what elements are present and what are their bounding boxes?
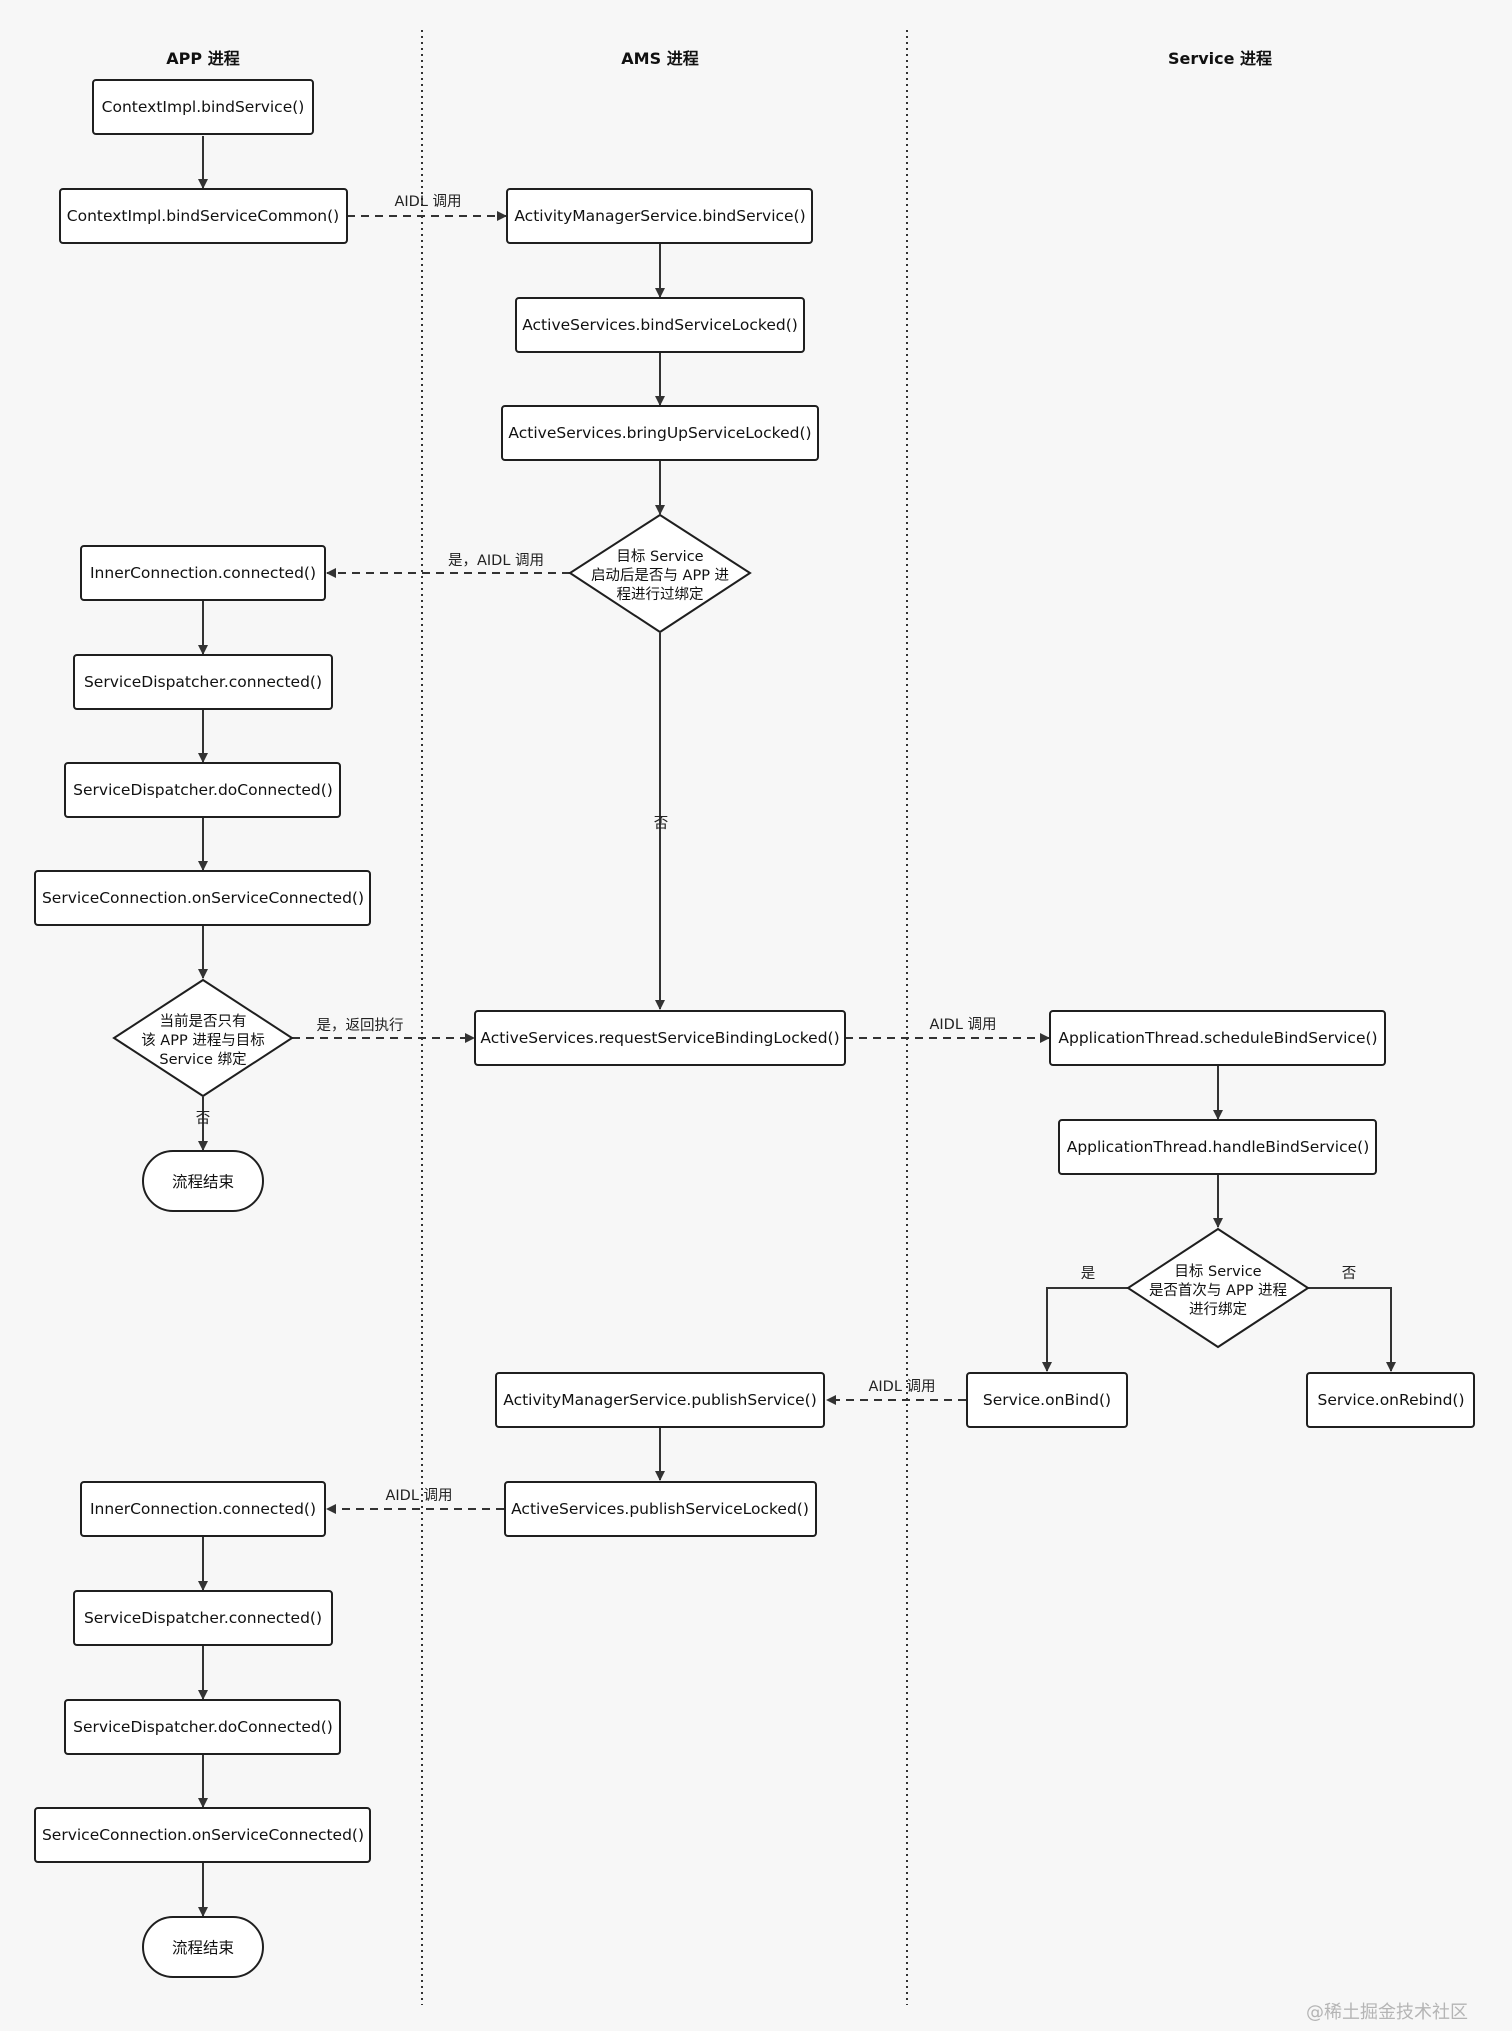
node-active-services-bind-service-locked: ActiveServices.bindServiceLocked() [515,297,805,353]
node-ams-publish-service: ActivityManagerService.publishService() [495,1372,825,1428]
decision-first-bind: 目标 Service 是否首次与 APP 进程 进行绑定 [1126,1227,1310,1349]
edge-label-aidl-call-4: AIDL 调用 [385,1487,452,1504]
node-application-thread-schedule-bind-service: ApplicationThread.scheduleBindService() [1049,1010,1386,1066]
svg-text:ApplicationThread.handleBindSe: ApplicationThread.handleBindService() [1067,1138,1370,1156]
edges [198,136,1396,1917]
edge-label-aidl-call-2: AIDL 调用 [929,1016,996,1033]
edge-label-yes-3: 是 [1081,1266,1096,1282]
lane-title-app: APP 进程 [166,49,239,68]
node-service-dispatcher-connected-1: ServiceDispatcher.connected() [73,654,333,710]
edge-label-aidl-call-3: AIDL 调用 [868,1378,935,1395]
svg-text:是否首次与 APP 进程: 是否首次与 APP 进程 [1149,1282,1287,1299]
svg-text:InnerConnection.connected(): InnerConnection.connected() [90,1500,316,1518]
node-service-on-rebind: Service.onRebind() [1306,1372,1475,1428]
svg-text:Service.onRebind(): Service.onRebind() [1317,1391,1464,1409]
edge-label-no-3: 否 [1342,1266,1357,1282]
svg-text:ServiceConnection.onServiceCon: ServiceConnection.onServiceConnected() [42,889,364,907]
svg-text:ContextImpl.bindService(): ContextImpl.bindService() [102,98,305,116]
svg-text:ActivityManagerService.publish: ActivityManagerService.publishService() [503,1391,817,1409]
node-active-services-request-service-binding-locked: ActiveServices.requestServiceBindingLock… [474,1010,846,1066]
svg-text:流程结束: 流程结束 [172,1173,234,1191]
lane-title-ams: AMS 进程 [621,49,698,68]
svg-text:ServiceDispatcher.connected(): ServiceDispatcher.connected() [84,1609,322,1627]
svg-text:程进行过绑定: 程进行过绑定 [617,586,704,603]
node-active-services-bring-up-service-locked: ActiveServices.bringUpServiceLocked() [501,405,819,461]
svg-text:Service 绑定: Service 绑定 [159,1051,246,1068]
svg-text:ActiveServices.bringUpServiceL: ActiveServices.bringUpServiceLocked() [508,424,811,442]
edge-d3-n13 [1042,1287,1128,1372]
node-inner-connection-connected-1: InnerConnection.connected() [80,545,326,601]
svg-text:目标 Service: 目标 Service [616,548,703,565]
svg-text:启动后是否与 APP 进: 启动后是否与 APP 进 [591,567,729,584]
watermark-text: @稀土掘金技术社区 [1306,2002,1468,2023]
svg-text:当前是否只有: 当前是否只有 [160,1013,247,1030]
decision-service-already-bound: 目标 Service 启动后是否与 APP 进 程进行过绑定 [568,513,752,634]
svg-text:ApplicationThread.scheduleBind: ApplicationThread.scheduleBindService() [1058,1029,1377,1047]
svg-text:ContextImpl.bindServiceCommon(: ContextImpl.bindServiceCommon() [67,207,339,225]
edge-label-yes-return: 是，返回执行 [317,1017,404,1034]
svg-text:流程结束: 流程结束 [172,1939,234,1957]
svg-text:ActiveServices.requestServiceB: ActiveServices.requestServiceBindingLock… [480,1029,839,1047]
svg-text:ServiceDispatcher.doConnected(: ServiceDispatcher.doConnected() [73,1718,333,1736]
node-service-connection-on-service-connected-1: ServiceConnection.onServiceConnected() [34,870,371,926]
edge-d3-n14 [1308,1287,1396,1372]
svg-text:进行绑定: 进行绑定 [1189,1301,1247,1318]
node-service-dispatcher-do-connected-2: ServiceDispatcher.doConnected() [64,1699,341,1755]
node-ams-bind-service: ActivityManagerService.bindService() [506,188,813,244]
node-context-bind-service: ContextImpl.bindService() [92,79,314,135]
svg-text:InnerConnection.connected(): InnerConnection.connected() [90,564,316,582]
node-active-services-publish-service-locked: ActiveServices.publishServiceLocked() [504,1481,817,1537]
edge-label-no-2: 否 [196,1111,211,1127]
svg-text:ActivityManagerService.bindSer: ActivityManagerService.bindService() [514,207,805,225]
edge-label-no-1: 否 [654,816,669,832]
svg-text:ServiceConnection.onServiceCon: ServiceConnection.onServiceConnected() [42,1826,364,1844]
svg-text:ActiveServices.publishServiceL: ActiveServices.publishServiceLocked() [511,1500,809,1518]
terminal-flow-end-1: 流程结束 [142,1150,264,1212]
lane-title-service: Service 进程 [1168,49,1272,68]
node-service-connection-on-service-connected-2: ServiceConnection.onServiceConnected() [34,1807,371,1863]
svg-text:目标 Service: 目标 Service [1174,1263,1261,1280]
svg-text:Service.onBind(): Service.onBind() [983,1391,1111,1409]
decision-only-app-bound: 当前是否只有 该 APP 进程与目标 Service 绑定 [112,978,294,1098]
svg-text:ServiceDispatcher.doConnected(: ServiceDispatcher.doConnected() [73,781,333,799]
node-service-on-bind: Service.onBind() [966,1372,1128,1428]
node-application-thread-handle-bind-service: ApplicationThread.handleBindService() [1058,1119,1377,1175]
edge-label-aidl-call-1: AIDL 调用 [394,193,461,210]
node-inner-connection-connected-2: InnerConnection.connected() [80,1481,326,1537]
edge-label-yes-aidl: 是，AIDL 调用 [448,552,544,569]
terminal-flow-end-2: 流程结束 [142,1916,264,1978]
node-service-dispatcher-connected-2: ServiceDispatcher.connected() [73,1590,333,1646]
svg-text:ActiveServices.bindServiceLock: ActiveServices.bindServiceLocked() [522,316,798,334]
svg-text:该 APP 进程与目标: 该 APP 进程与目标 [141,1032,265,1049]
svg-text:ServiceDispatcher.connected(): ServiceDispatcher.connected() [84,673,322,691]
node-context-bind-service-common: ContextImpl.bindServiceCommon() [59,188,348,244]
node-service-dispatcher-do-connected-1: ServiceDispatcher.doConnected() [64,762,341,818]
